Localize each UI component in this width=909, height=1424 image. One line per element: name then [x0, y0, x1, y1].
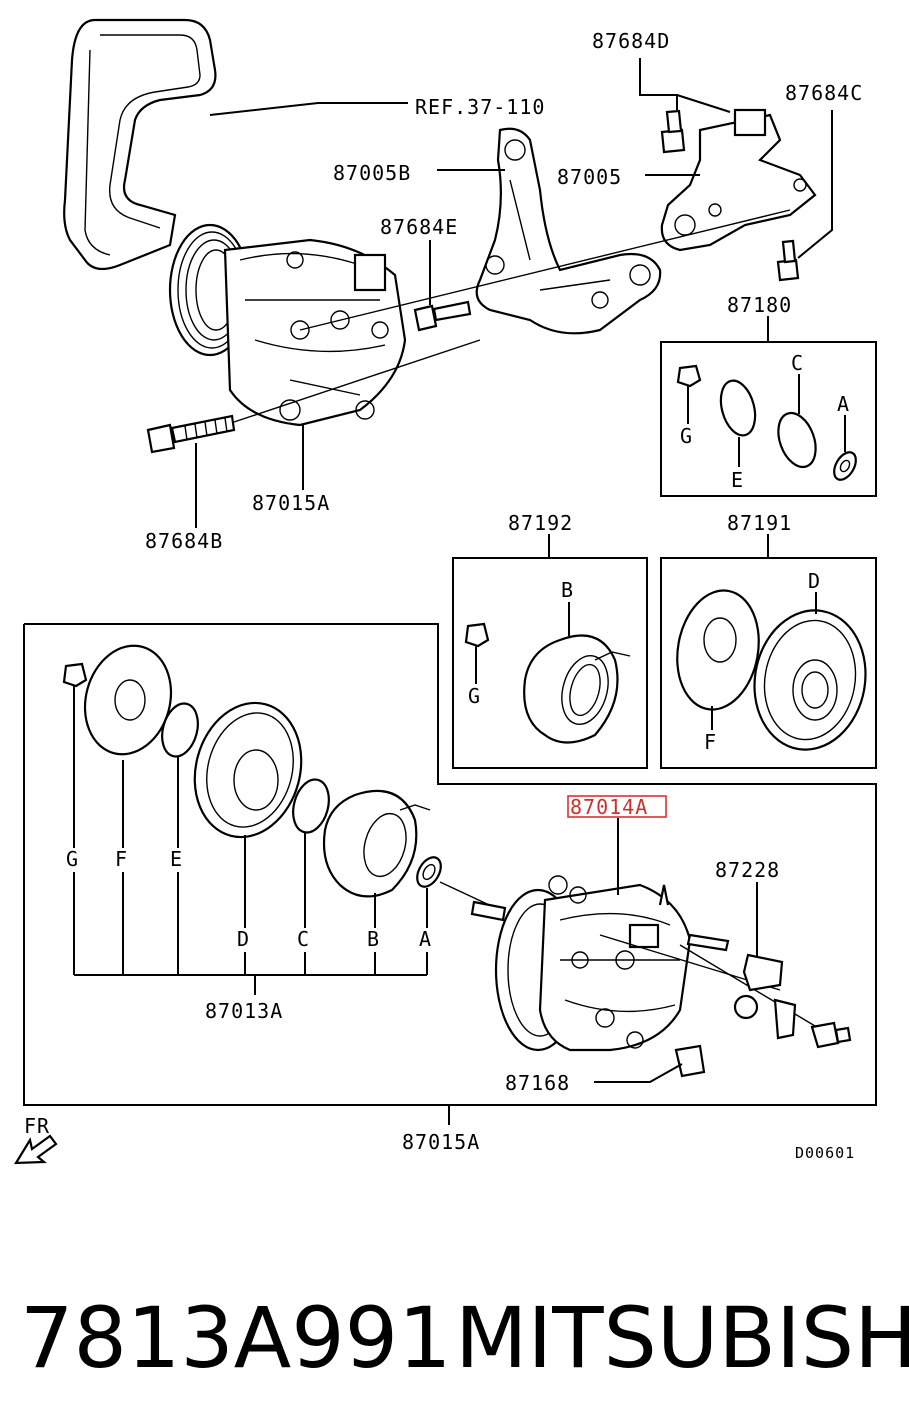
label-87015a-top: 87015A — [252, 491, 330, 515]
label-87191: 87191 — [727, 511, 792, 535]
axis-line-2 — [299, 209, 791, 331]
label-87180: 87180 — [727, 293, 792, 317]
kit180-letter-a: A — [837, 392, 850, 416]
label-87192: 87192 — [508, 511, 573, 535]
clutch-letter-e: E — [170, 847, 183, 871]
bracket-87005 — [660, 108, 817, 252]
clutch-letter-d: D — [237, 927, 250, 951]
front-direction-label: FR — [24, 1114, 50, 1138]
bracket-87005b — [475, 127, 662, 335]
kit191-letter-f: F — [704, 730, 717, 754]
kit192-letter-g: G — [468, 684, 481, 708]
label-87684d: 87684D — [592, 29, 670, 53]
kit-87191-parts — [676, 589, 867, 751]
brand-name: MITSUBISHI — [455, 1289, 909, 1387]
clutch-letter-a: A — [419, 927, 432, 951]
label-87168: 87168 — [505, 1071, 570, 1095]
compressor-body-bottom — [470, 875, 706, 1078]
label-87014a-highlight — [567, 795, 667, 818]
compressor-assembly-top — [168, 223, 407, 427]
leader-87168 — [594, 1063, 683, 1083]
ref-belt-label: REF.37-110 — [415, 95, 545, 119]
leader-87684d-2 — [676, 94, 731, 113]
label-87014a: 87014A — [570, 795, 648, 819]
axis-line-1 — [233, 339, 481, 423]
bolt-87684c — [776, 239, 800, 282]
clutch-letter-f: F — [115, 847, 128, 871]
kit-87180-parts — [676, 364, 857, 481]
label-87005: 87005 — [557, 165, 622, 189]
label-87005b: 87005B — [333, 161, 411, 185]
kit-87180-box — [660, 341, 877, 497]
compressor-assembly-box — [23, 623, 877, 1106]
label-87684c: 87684C — [785, 81, 863, 105]
label-87013a: 87013A — [205, 999, 283, 1023]
label-87684b: 87684B — [145, 529, 223, 553]
drawing-code: D00601 — [795, 1144, 855, 1162]
kit192-letter-b: B — [561, 578, 574, 602]
kit191-letter-d: D — [808, 569, 821, 593]
drive-belt — [63, 18, 217, 271]
sensor-87228 — [686, 933, 852, 1049]
label-87015a-bottom: 87015A — [402, 1130, 480, 1154]
bolt-87684d — [660, 109, 686, 154]
bolt-87684b — [146, 414, 236, 454]
clutch-letter-c: C — [297, 927, 310, 951]
leader-87684d — [639, 58, 678, 110]
clutch-letter-g: G — [66, 847, 79, 871]
ref-leader-2 — [209, 102, 319, 116]
clutch-letter-b: B — [367, 927, 380, 951]
kit-87192-box — [452, 557, 648, 769]
label-87684e: 87684E — [380, 215, 458, 239]
bolt-87684e — [413, 300, 472, 332]
kit-87192-parts — [464, 622, 631, 744]
label-87228: 87228 — [715, 858, 780, 882]
part-number: 7813A991 — [20, 1289, 452, 1387]
kit180-letter-e: E — [731, 468, 744, 492]
kit180-letter-c: C — [791, 351, 804, 375]
front-arrow-icon — [13, 1134, 58, 1165]
kit180-letter-g: G — [680, 424, 693, 448]
leader-87684c — [797, 110, 833, 259]
kit-87191-box — [660, 557, 877, 769]
